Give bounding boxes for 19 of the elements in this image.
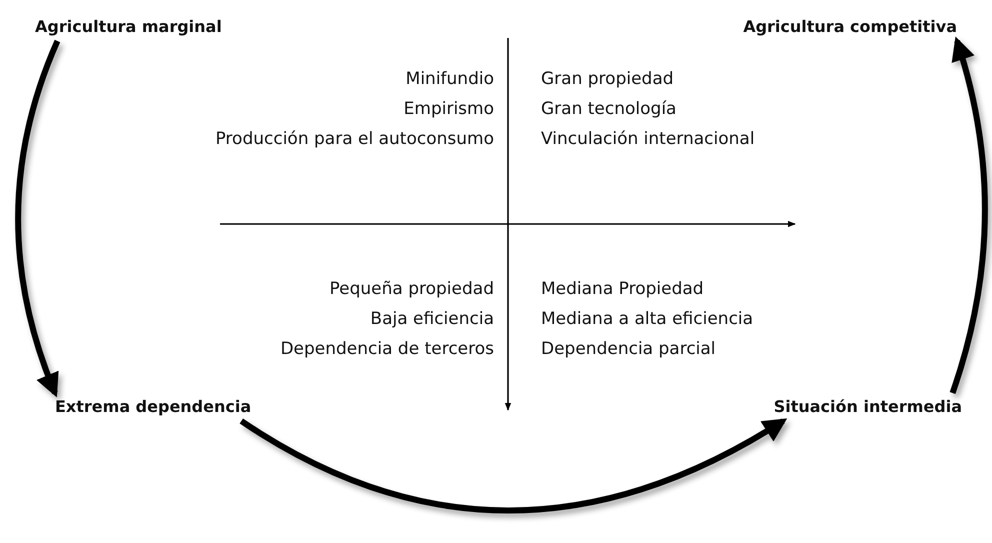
category-heading: Agricultura marginal bbox=[35, 16, 222, 38]
quadrant-text: Dependencia de terceros bbox=[280, 338, 494, 360]
category-heading: Extrema dependencia bbox=[55, 396, 252, 418]
curved-arrow bbox=[240, 418, 788, 514]
quadrant-text: Minifundio bbox=[406, 68, 494, 90]
quadrant-text: Gran propiedad bbox=[541, 68, 674, 90]
quadrant-text: Vinculación internacional bbox=[541, 128, 755, 150]
quadrant-text: Mediana Propiedad bbox=[541, 278, 704, 300]
quadrant-text: Producción para el autoconsumo bbox=[215, 128, 494, 150]
category-heading: Agricultura competitiva bbox=[743, 16, 957, 38]
quadrant-text: Dependencia parcial bbox=[541, 338, 716, 360]
category-heading: Situación intermedia bbox=[774, 396, 962, 418]
quadrant-text: Mediana a alta eficiencia bbox=[541, 308, 754, 330]
quadrant-text: Empirismo bbox=[404, 98, 494, 120]
quadrant-text: Pequeña propiedad bbox=[329, 278, 494, 300]
quadrant-text: Baja eficiencia bbox=[370, 308, 494, 330]
curved-arrow bbox=[950, 36, 988, 394]
curved-arrow bbox=[15, 40, 60, 398]
quadrant-text: Gran tecnología bbox=[541, 98, 676, 120]
